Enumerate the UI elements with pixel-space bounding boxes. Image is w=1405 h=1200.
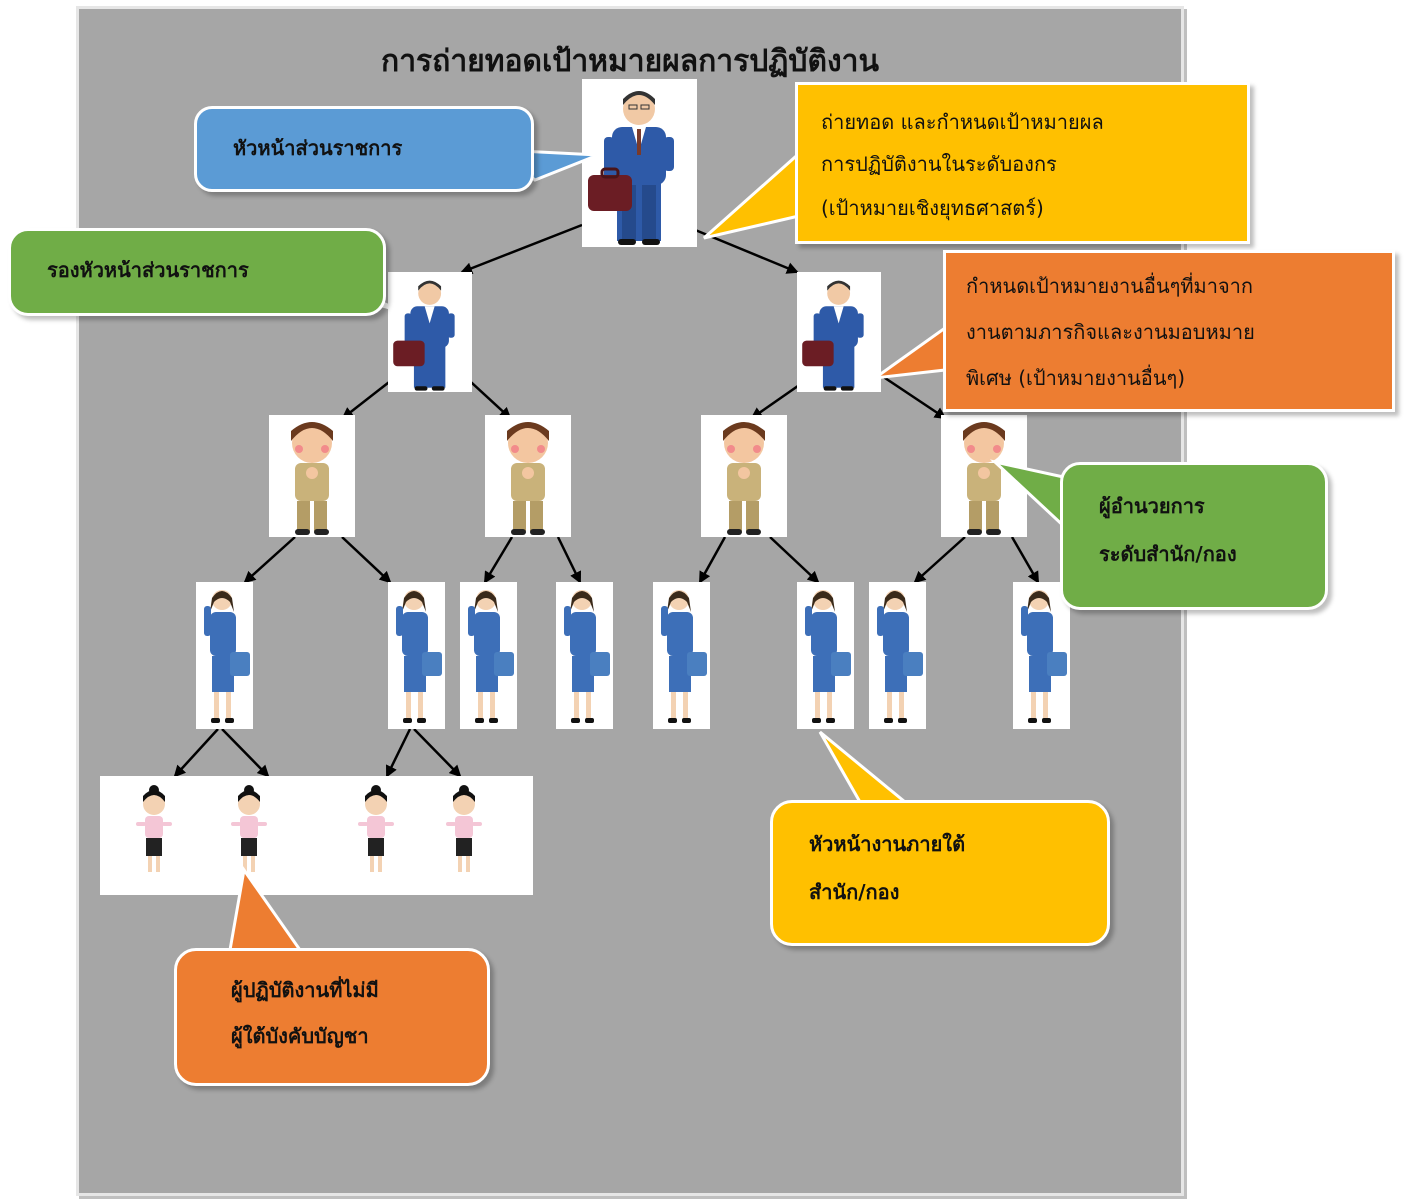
staff-group <box>100 776 533 895</box>
businesswoman-icon <box>468 590 514 723</box>
unit-head-figure-8 <box>1013 582 1070 729</box>
tail-staff <box>228 866 303 952</box>
uniformed-officer-icon <box>291 422 333 535</box>
deputy-figure-1 <box>388 272 472 392</box>
callout-director-line1: ผู้อำนวยการ <box>1099 494 1205 518</box>
callout-org-goal: ถ่ายทอด และกำหนดเป้าหมายผล การปฏิบัติงาน… <box>795 82 1250 244</box>
diagram-title: การถ่ายทอดเป้าหมายผลการปฏิบัติงาน <box>381 44 879 79</box>
businesswoman-icon <box>805 590 851 723</box>
unit-head-figure-2 <box>388 582 445 729</box>
tail-unit-head <box>818 730 910 804</box>
tail-other-goal <box>869 325 947 381</box>
callout-unit-head-line1: หัวหน้างานภายใต้ <box>809 832 966 856</box>
businesswoman-icon <box>564 590 610 723</box>
director-figure-1 <box>269 415 355 537</box>
businesswoman-icon <box>204 590 250 723</box>
callout-deputy: รองหัวหน้าส่วนราชการ <box>8 228 386 316</box>
callout-org-goal-line3: (เป้าหมายเชิงยุทธศาสตร์) <box>821 196 1044 220</box>
callout-head: หัวหน้าส่วนราชการ <box>194 106 534 192</box>
callout-other-goal: กำหนดเป้าหมายงานอื่นๆที่มาจาก งานตามภารก… <box>943 250 1395 412</box>
businesswoman-icon <box>661 590 707 723</box>
callout-unit-head-line2: สำนัก/กอง <box>809 880 900 904</box>
staff-figures <box>136 785 482 872</box>
arrow-unit1-to-staff1 <box>173 728 219 778</box>
unit-head-figure-4 <box>556 582 613 729</box>
businessman-icon <box>588 91 674 245</box>
arrow-dir1-to-unit2 <box>341 536 392 584</box>
arrow-unit2-to-staff4 <box>413 728 462 778</box>
staff-icon-2 <box>231 785 267 872</box>
callout-director: ผู้อำนวยการ ระดับสำนัก/กอง <box>1060 462 1328 610</box>
businessman-icon <box>802 280 864 391</box>
callout-director-line2: ระดับสำนัก/กอง <box>1099 542 1237 566</box>
callout-deputy-text: รองหัวหน้าส่วนราชการ <box>47 258 249 282</box>
arrow-dir2-to-unit3 <box>483 536 514 584</box>
deputy-figure-2 <box>797 272 881 392</box>
staff-icon-1 <box>136 785 172 872</box>
callout-head-text: หัวหน้าส่วนราชการ <box>233 136 403 160</box>
arrow-dir3-to-unit5 <box>698 536 727 584</box>
arrow-deputy2-to-dir4 <box>875 370 947 420</box>
staff-icon-4 <box>446 785 482 872</box>
businesswoman-icon <box>877 590 923 723</box>
unit-head-figure-1 <box>196 582 253 729</box>
uniformed-officer-icon <box>963 422 1005 535</box>
tail-director <box>989 459 1070 534</box>
businesswoman-icon <box>396 590 442 723</box>
callout-other-goal-line2: งานตามภารกิจและงานมอบหมาย <box>966 320 1255 344</box>
arrow-dir4-to-unit8 <box>1010 536 1040 584</box>
tail-org-goal <box>703 146 805 240</box>
callout-staff: ผู้ปฏิบัติงานที่ไม่มี ผู้ใต้บังคับบัญชา <box>174 948 490 1086</box>
businessman-icon <box>393 280 455 391</box>
callout-org-goal-line1: ถ่ายทอด และกำหนดเป้าหมายผล <box>821 110 1104 134</box>
head-figure <box>582 79 697 247</box>
uniformed-officer-icon <box>507 422 549 535</box>
arrow-unit2-to-staff3 <box>385 728 412 778</box>
arrow-dir2-to-unit4 <box>556 536 582 584</box>
callout-other-goal-line1: กำหนดเป้าหมายงานอื่นๆที่มาจาก <box>966 274 1254 298</box>
unit-head-figure-7 <box>869 582 926 729</box>
callout-staff-line1: ผู้ปฏิบัติงานที่ไม่มี <box>231 978 379 1002</box>
arrow-head-to-deputy1 <box>460 223 583 274</box>
unit-head-figure-3 <box>460 582 517 729</box>
callout-other-goal-line3: พิเศษ (เป้าหมายงานอื่นๆ) <box>966 366 1186 390</box>
director-figure-2 <box>485 415 571 537</box>
callout-staff-line2: ผู้ใต้บังคับบัญชา <box>231 1024 369 1048</box>
uniformed-officer-icon <box>723 422 765 535</box>
staff-icon-3 <box>358 785 394 872</box>
arrow-dir1-to-unit1 <box>243 536 296 584</box>
callout-org-goal-line2: การปฏิบัติงานในระดับองกร <box>821 152 1057 176</box>
arrow-dir3-to-unit6 <box>769 536 820 584</box>
arrow-unit1-to-staff2 <box>221 728 270 778</box>
businesswoman-icon <box>1021 590 1067 723</box>
arrow-dir4-to-unit7 <box>913 536 966 584</box>
unit-head-figure-6 <box>797 582 854 729</box>
callout-unit-head: หัวหน้างานภายใต้ สำนัก/กอง <box>770 800 1110 946</box>
unit-head-figure-5 <box>653 582 710 729</box>
director-figure-3 <box>701 415 787 537</box>
